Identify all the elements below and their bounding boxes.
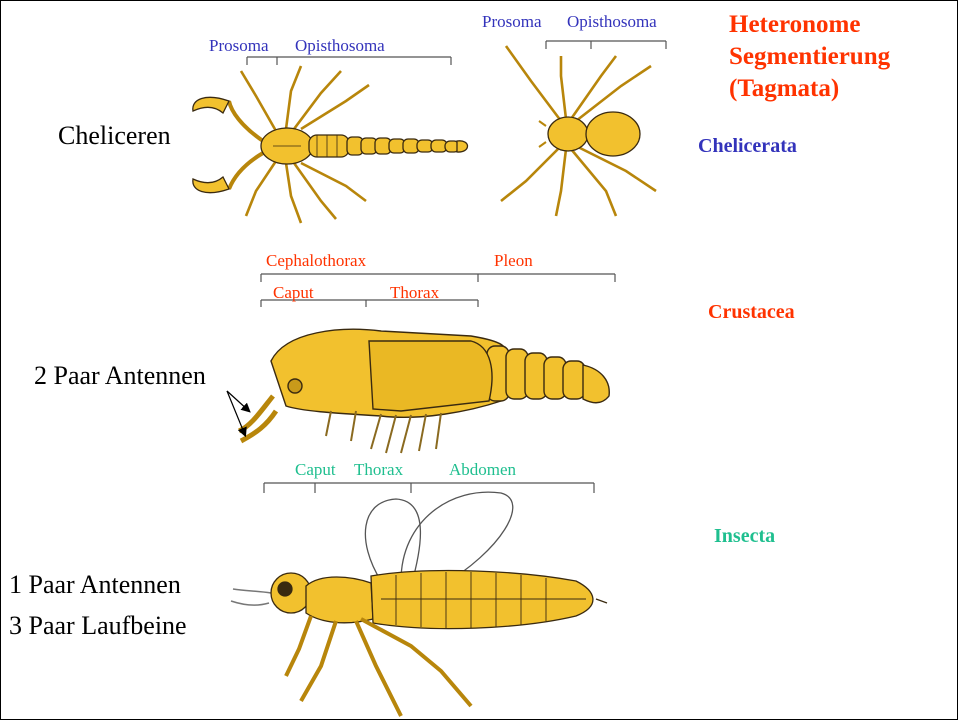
crustacean-drawing <box>239 329 609 453</box>
title-line-2: Segmentierung <box>729 41 890 73</box>
crustacean-label-caput: Caput <box>273 284 314 301</box>
insect-antennae-note: 1 Paar Antennen <box>9 572 181 598</box>
spider-tagmata-bracket <box>546 41 666 49</box>
insect-legs-note: 3 Paar Laufbeine <box>9 613 187 639</box>
insect-label-abdomen: Abdomen <box>449 461 516 478</box>
group-label-crustacea: Crustacea <box>708 302 795 322</box>
title-line-3: (Tagmata) <box>729 73 890 105</box>
crustacean-label-thorax: Thorax <box>390 284 439 301</box>
spider-label-prosoma: Prosoma <box>482 13 542 30</box>
scorpion-tagmata-bracket <box>247 57 451 65</box>
title-line-1: Heteronome <box>729 9 890 41</box>
insect-label-caput: Caput <box>295 461 336 478</box>
scorpion-label-prosoma: Prosoma <box>209 37 269 54</box>
page-title: Heteronome Segmentierung (Tagmata) <box>729 9 890 105</box>
group-label-chelicerata: Chelicerata <box>698 136 797 156</box>
insect-label-thorax: Thorax <box>354 461 403 478</box>
insect-tagmata-bracket <box>264 483 594 493</box>
spider-drawing <box>501 46 656 216</box>
scorpion-drawing <box>193 66 468 223</box>
crustacean-label-cephalothorax: Cephalothorax <box>266 252 366 269</box>
cheliceren-label: Cheliceren <box>58 123 171 149</box>
crustacean-label-pleon: Pleon <box>494 252 533 269</box>
spider-label-opisthosoma: Opisthosoma <box>567 13 657 30</box>
scorpion-label-opisthosoma: Opisthosoma <box>295 37 385 54</box>
crustacean-antennae-note: 2 Paar Antennen <box>34 363 206 389</box>
group-label-insecta: Insecta <box>714 526 775 546</box>
insect-drawing <box>231 492 607 716</box>
